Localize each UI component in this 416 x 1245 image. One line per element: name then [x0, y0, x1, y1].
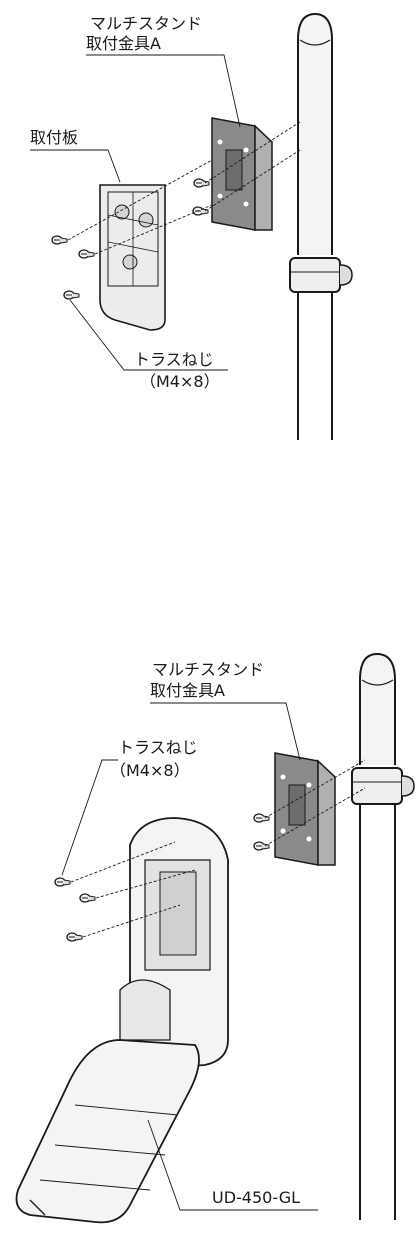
top-bracket-label-line2: 取付金具A: [86, 34, 161, 53]
bottom-screw-label-line1: トラスねじ: [118, 738, 198, 757]
top-bracket-a: [211, 117, 273, 231]
bottom-leader-lines: [61, 702, 318, 1211]
bottom-device-body: [119, 817, 229, 1071]
bottom-bracket-label-line2: 取付金具A: [150, 681, 225, 700]
top-mounting-plate: [99, 184, 166, 331]
top-guide-lines: [67, 121, 301, 255]
top-leader-lines: [30, 54, 241, 371]
bottom-model-label: UD-450-GL: [212, 1188, 301, 1207]
top-plate-label: 取付板: [30, 128, 79, 147]
top-pole: [289, 12, 353, 440]
bottom-device-cover: [15, 1039, 200, 1224]
bottom-pole: [351, 652, 415, 1220]
top-screw-label-line2: （M4×8）: [140, 372, 220, 391]
top-screw-label-line1: トラスねじ: [134, 350, 214, 369]
bottom-bracket-label-line1: マルチスタンド: [152, 660, 265, 679]
bottom-guide-lines: [70, 759, 366, 938]
bottom-screw-label-line2: （M4×8）: [110, 761, 190, 780]
bottom-bracket-a: [274, 752, 336, 866]
top-bracket-label-line1: マルチスタンド: [90, 14, 203, 33]
